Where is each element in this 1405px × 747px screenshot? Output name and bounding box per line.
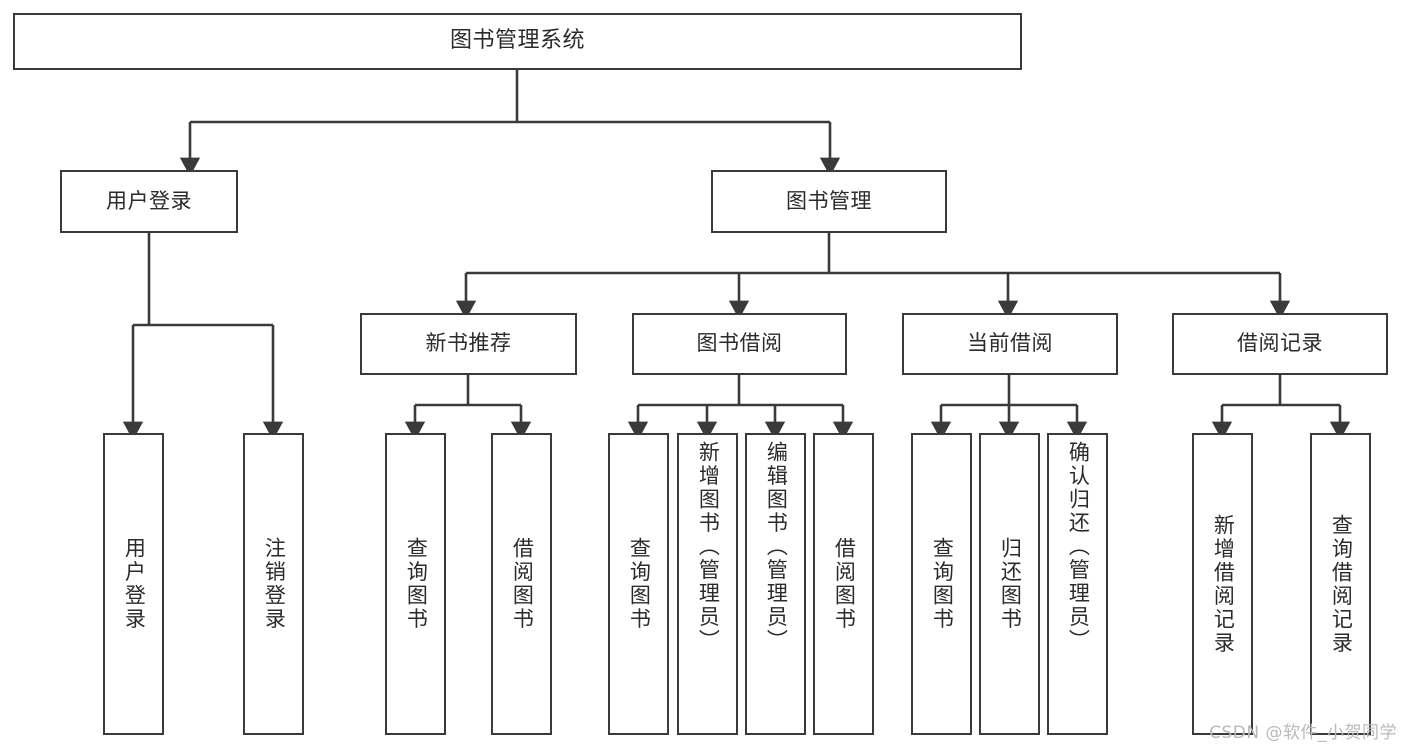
- node-leaf-add-book-label: 新增图书（管理员）: [696, 441, 721, 653]
- node-leaf-query-book-1[interactable]: 查询图书: [385, 433, 446, 735]
- node-book-manage[interactable]: 图书管理: [711, 170, 947, 233]
- node-leaf-query-book-2-label: 查询图书: [627, 537, 652, 631]
- node-user-login[interactable]: 用户登录: [60, 170, 238, 233]
- node-root-system[interactable]: 图书管理系统: [13, 13, 1022, 70]
- node-leaf-add-book[interactable]: 新增图书（管理员）: [677, 433, 738, 735]
- node-new-book-recommend-label: 新书推荐: [425, 331, 512, 356]
- node-leaf-query-record-label: 查询借阅记录: [1329, 513, 1354, 655]
- node-book-borrow[interactable]: 图书借阅: [632, 313, 847, 375]
- node-leaf-user-login[interactable]: 用户登录: [103, 433, 164, 735]
- node-root-system-label: 图书管理系统: [449, 28, 585, 54]
- node-leaf-borrow-book-1-label: 借阅图书: [510, 537, 535, 631]
- node-leaf-edit-book[interactable]: 编辑图书（管理员）: [745, 433, 806, 735]
- node-leaf-return-book-label: 归还图书: [998, 537, 1023, 631]
- node-current-borrow[interactable]: 当前借阅: [902, 313, 1118, 375]
- node-borrow-record-label: 借阅记录: [1237, 331, 1323, 356]
- node-leaf-query-book-2[interactable]: 查询图书: [608, 433, 669, 735]
- node-leaf-edit-book-label: 编辑图书（管理员）: [764, 441, 789, 653]
- node-leaf-confirm-return[interactable]: 确认归还（管理员）: [1047, 433, 1108, 735]
- node-leaf-user-login-label: 用户登录: [122, 537, 147, 631]
- node-leaf-logout-login[interactable]: 注销登录: [243, 433, 304, 735]
- node-leaf-add-record[interactable]: 新增借阅记录: [1192, 433, 1253, 735]
- node-book-borrow-label: 图书借阅: [696, 331, 783, 356]
- node-leaf-borrow-book-1[interactable]: 借阅图书: [491, 433, 552, 735]
- node-book-manage-label: 图书管理: [786, 188, 872, 213]
- node-leaf-query-book-1-label: 查询图书: [404, 537, 429, 631]
- node-leaf-query-record[interactable]: 查询借阅记录: [1310, 433, 1371, 735]
- node-leaf-logout-login-label: 注销登录: [262, 537, 287, 631]
- node-new-book-recommend[interactable]: 新书推荐: [360, 313, 577, 375]
- node-leaf-query-book-3[interactable]: 查询图书: [911, 433, 972, 735]
- node-leaf-return-book[interactable]: 归还图书: [979, 433, 1040, 735]
- node-leaf-borrow-book-2[interactable]: 借阅图书: [813, 433, 874, 735]
- node-borrow-record[interactable]: 借阅记录: [1172, 313, 1388, 375]
- node-leaf-query-book-3-label: 查询图书: [930, 537, 955, 631]
- node-current-borrow-label: 当前借阅: [967, 331, 1053, 356]
- node-leaf-confirm-return-label: 确认归还（管理员）: [1066, 441, 1091, 653]
- node-leaf-add-record-label: 新增借阅记录: [1211, 513, 1236, 655]
- node-user-login-label: 用户登录: [106, 188, 192, 213]
- node-leaf-borrow-book-2-label: 借阅图书: [832, 537, 857, 631]
